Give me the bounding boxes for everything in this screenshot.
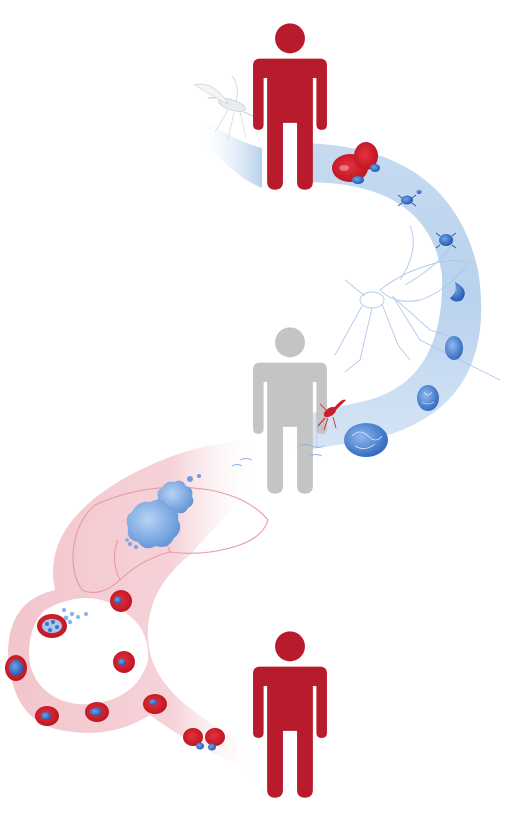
red-blood-cell-icon	[37, 608, 88, 638]
mosquito-icon	[334, 224, 501, 381]
person-icon	[253, 327, 327, 494]
parasite-icon	[397, 190, 465, 302]
parasite-icon	[125, 474, 201, 550]
person-icon	[253, 631, 327, 798]
oocyst-icon	[344, 336, 463, 457]
mosquito-icon	[194, 75, 259, 141]
mosquito-icon	[317, 399, 346, 431]
red-blood-cell-icon	[332, 142, 380, 184]
human-stage-band	[8, 440, 262, 778]
red-blood-cell-icon	[5, 590, 225, 751]
sporozoite-icon	[231, 444, 325, 467]
